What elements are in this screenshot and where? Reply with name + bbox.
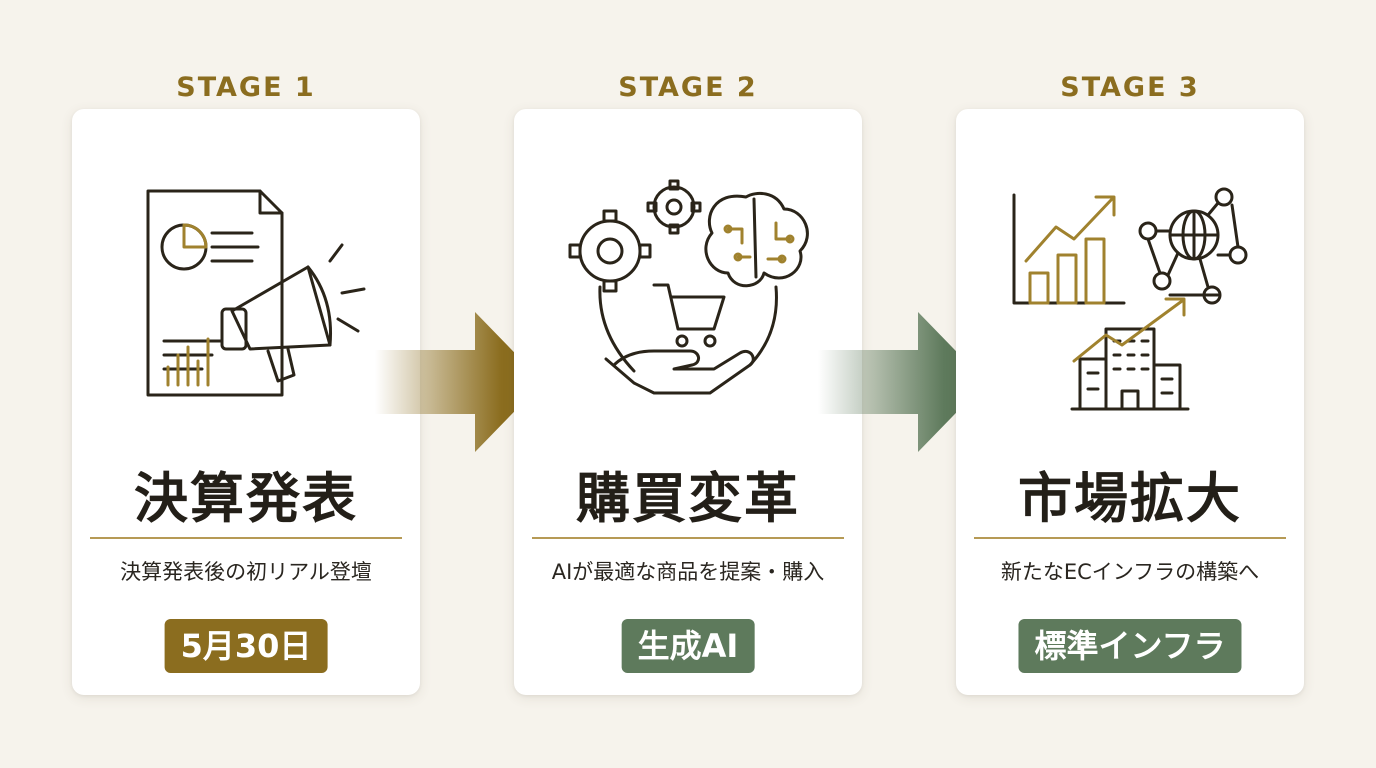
hand-icon (598, 285, 778, 395)
megaphone-icon (220, 243, 366, 383)
pie-chart-icon (160, 223, 208, 271)
stage-1-divider (90, 537, 402, 539)
stage-3-title: 市場拡大 (1018, 466, 1242, 530)
stage-2-illustration (568, 179, 809, 395)
shopping-cart-icon (652, 283, 726, 348)
stage-1-badge: 5月30日 (164, 619, 328, 673)
stage-3-description: 新たなECインフラの構築へ (1000, 560, 1260, 584)
stage-2-title: 購買変革 (576, 466, 800, 530)
report-document-icon (146, 189, 284, 397)
globe-network-icon (1138, 187, 1248, 305)
brain-icon (704, 191, 809, 288)
stage-1-title: 決算発表 (134, 466, 358, 530)
stage-1-card: 決算発表 決算発表後の初リアル登壇 5月30日 (72, 109, 420, 695)
stage-2-label: STAGE 2 (618, 72, 758, 103)
stage-2-card: 購買変革 AIが最適な商品を提案・購入 生成AI (514, 109, 862, 695)
stage-3-illustration (1012, 187, 1248, 411)
gear-icon (568, 179, 702, 293)
arrow-stage-1-to-2 (375, 312, 543, 452)
stage-3-card: 市場拡大 新たなECインフラの構築へ 標準インフラ (956, 109, 1304, 695)
stage-3-label: STAGE 3 (1060, 72, 1200, 103)
arrow-stage-2-to-3 (818, 312, 986, 452)
stage-3-divider (974, 537, 1286, 539)
stage-2-description: AIが最適な商品を提案・購入 (551, 560, 825, 584)
stage-2-badge: 生成AI (621, 619, 755, 673)
stage-1-illustration (146, 189, 366, 397)
bar-chart-icon (166, 337, 210, 387)
stage-2-divider (532, 537, 844, 539)
stage-1-description: 決算発表後の初リアル登壇 (120, 560, 372, 584)
stage-3-badge: 標準インフラ (1018, 619, 1242, 673)
building-icon (1070, 297, 1190, 411)
stage-1-label: STAGE 1 (176, 72, 316, 103)
growth-chart-icon (1012, 193, 1126, 305)
